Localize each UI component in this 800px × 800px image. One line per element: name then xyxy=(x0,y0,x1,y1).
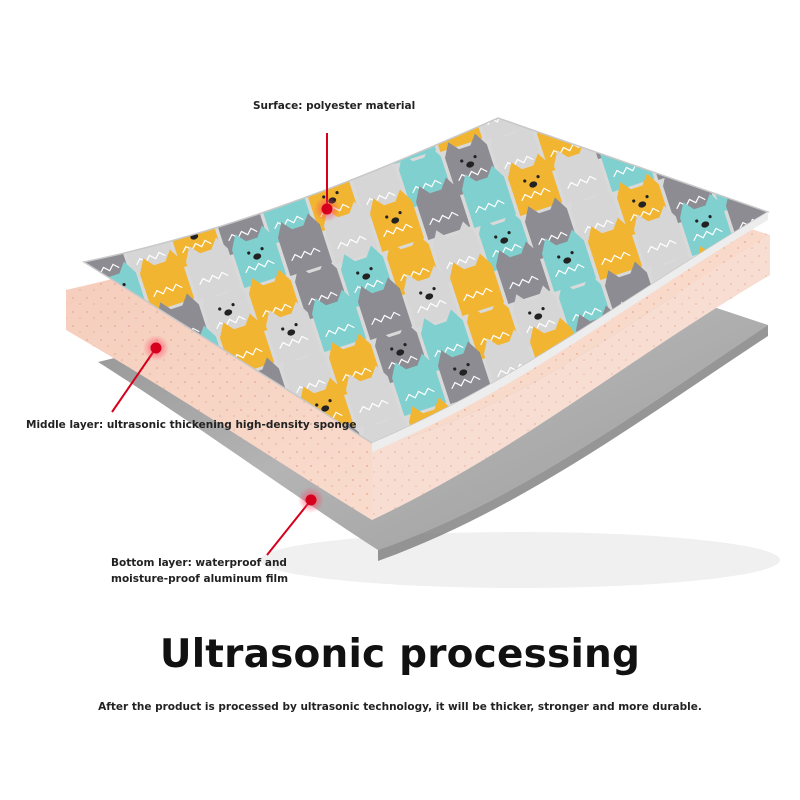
fabric-cat-motif xyxy=(629,118,684,149)
headline: Ultrasonic processing xyxy=(159,632,641,677)
fabric-cat-motif xyxy=(462,165,517,229)
bottom-layer-label-line2: moisture-proof aluminum film xyxy=(111,573,289,585)
fabric-cat-motif xyxy=(278,213,333,277)
fabric-cat-motif xyxy=(175,455,234,520)
fabric-cat-motif xyxy=(700,15,759,80)
fabric-cat-motif xyxy=(324,201,379,265)
fabric-cat-motif xyxy=(721,118,768,125)
fabric-cat-motif xyxy=(290,125,345,189)
fabric-cat-motif xyxy=(763,47,800,112)
fabric-cat-motif xyxy=(192,487,251,552)
floor-shadow xyxy=(260,532,780,588)
fabric-cat-motif xyxy=(392,353,447,417)
fabric-cat-motif xyxy=(232,225,287,289)
fabric-cat-motif xyxy=(416,177,471,241)
fabric-cat-motif xyxy=(692,118,747,169)
surface-label: Surface: polyester material xyxy=(253,100,416,112)
fabric-cat-motif xyxy=(266,301,321,365)
fabric-cat-motif xyxy=(83,479,142,544)
fabric-cat-motif xyxy=(588,217,643,281)
fabric-cat-motif xyxy=(608,39,667,104)
fabric-cat-motif xyxy=(8,535,67,600)
fabric-cat-motif xyxy=(370,189,425,253)
fabric-cat-motif xyxy=(54,523,113,588)
subline: After the product is processed by ultras… xyxy=(98,701,702,713)
fabric-cat-motif xyxy=(746,3,800,68)
fabric-cat-motif xyxy=(562,51,621,116)
fabric-cat-motif xyxy=(654,27,713,92)
bottom-layer-label: Bottom layer: waterproof and moisture-pr… xyxy=(111,555,288,587)
fabric-cat-motif xyxy=(186,237,241,301)
fabric-cat-motif xyxy=(358,277,413,341)
fabric-cat-motif xyxy=(198,149,253,213)
fabric-cat-motif xyxy=(84,361,91,425)
fabric-cat-motif xyxy=(20,447,79,512)
fabric-cat-motif xyxy=(450,253,505,317)
fabric-cat-motif xyxy=(520,118,575,129)
fabric-cat-motif xyxy=(84,185,115,249)
fabric-cat-motif xyxy=(140,249,195,313)
fabric-cat-motif xyxy=(738,118,768,157)
fabric-cat-motif xyxy=(554,141,609,205)
fabric-cat-motif xyxy=(496,241,551,305)
middle-layer-label: Middle layer: ultrasonic thickening high… xyxy=(26,419,357,431)
fabric-cat-motif xyxy=(312,289,367,353)
fabric-cat-motif xyxy=(106,173,161,237)
surface-marker xyxy=(314,196,340,222)
fabric-cat-motif xyxy=(336,118,391,177)
bottom-marker xyxy=(298,487,324,513)
fabric-cat-motif xyxy=(37,491,96,556)
fabric-cat-motif xyxy=(755,137,768,201)
fabric-cat-motif xyxy=(152,161,207,225)
fabric-cat-motif xyxy=(404,265,459,329)
fabric-cat-motif xyxy=(244,137,299,201)
fabric-cat-motif xyxy=(129,467,188,532)
fabric-cat-motif xyxy=(84,437,125,443)
fabric-cat-motif xyxy=(508,153,563,217)
fabric-cat-motif xyxy=(542,229,597,293)
middle-marker xyxy=(143,335,169,361)
fabric-cat-motif xyxy=(346,365,401,429)
fabric-cat-motif xyxy=(84,405,108,443)
fabric-cat-motif xyxy=(438,341,493,405)
fabric-cat-motif xyxy=(675,118,730,137)
bottom-layer-label-line1: Bottom layer: waterproof and xyxy=(111,557,287,569)
fabric-cat-motif xyxy=(634,205,689,269)
